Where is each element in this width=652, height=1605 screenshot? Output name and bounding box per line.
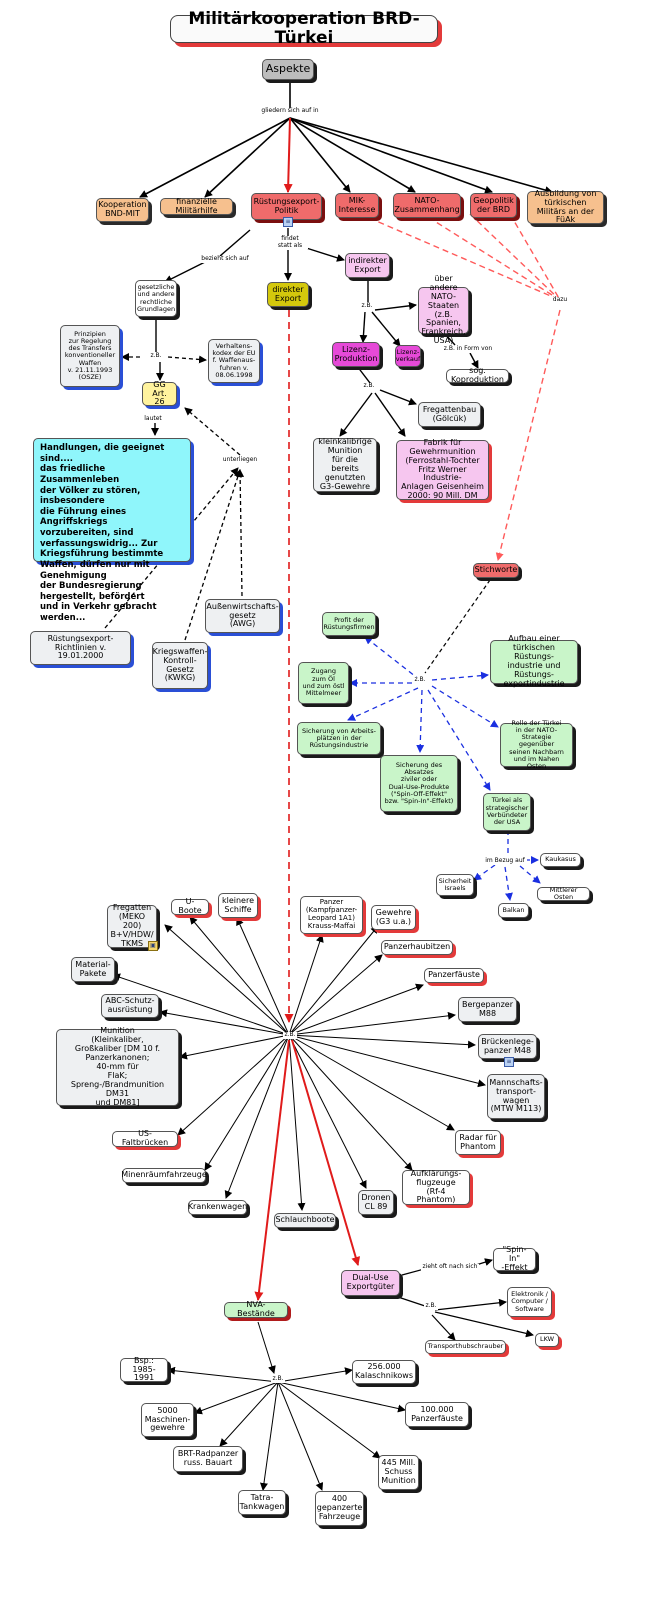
node-mittlerer-osten[interactable]: Mittlerer Osten [537, 886, 590, 901]
node-awg[interactable]: Außenwirtschafts- gesetz (AWG) [205, 599, 280, 633]
aspekte-node[interactable]: Aspekte [262, 59, 314, 80]
node-profit[interactable]: Profit der Rüstungsfirmen [322, 612, 376, 636]
node-kalaschnikows[interactable]: 256.000 Kalaschnikows [352, 1360, 416, 1384]
document-icon-2[interactable]: ≡ [504, 1057, 514, 1067]
node-panzerhaubitzen[interactable]: Panzerhaubitzen [381, 940, 453, 955]
node-indirekter-export[interactable]: indirekter Export [345, 253, 390, 278]
node-geopolitik[interactable]: Geopolitik der BRD [470, 193, 517, 218]
node-ausbildung[interactable]: Ausbildung von türkischen Militärs an de… [527, 189, 604, 224]
link-label-dazu: dazu [549, 296, 571, 304]
node-lizenzverkauf[interactable]: Lizenz- verkauf [395, 345, 421, 367]
node-kaukasus[interactable]: Kaukasus [540, 853, 581, 867]
node-munition[interactable]: Munition (Kleinkaliber, Großkaliber [DM … [56, 1026, 179, 1107]
link-label-gliedern: gliedern sich auf in [257, 107, 323, 115]
link-label-bezug: im Bezug auf [483, 857, 527, 865]
node-strategischer-verbuendeter[interactable]: Türkei als strategischer Verbündeter der… [483, 793, 531, 831]
node-u-boote[interactable]: U-Boote [171, 897, 209, 915]
node-mannschaftstransportwagen[interactable]: Mannschafts- transport- wagen (MTW M113) [487, 1074, 545, 1119]
node-direkter-export[interactable]: direkter Export [267, 282, 309, 307]
node-dronen[interactable]: Dronen CL 89 [358, 1190, 394, 1215]
node-lizenz-produktion[interactable]: Lizenz- Produktion [332, 342, 380, 367]
node-transporthubschrauber[interactable]: Transporthubschrauber [425, 1340, 506, 1354]
node-krankenwagen[interactable]: Krankenwagen [188, 1200, 247, 1215]
node-radar-phantom[interactable]: Radar für Phantom [455, 1130, 501, 1155]
link-label-zb-dualuse: z.B. [424, 1302, 438, 1310]
link-label-lautet: lautet [141, 415, 165, 423]
node-brt-radpanzer[interactable]: BRT-Radpanzer russ. Bauart [173, 1446, 243, 1472]
document-icon[interactable]: ≡ [283, 217, 293, 227]
node-kleinkalibrige-munition[interactable]: kleinkalibrige Munition für die bereits … [313, 437, 377, 492]
link-label-zb-lizenz: z.B. [362, 382, 376, 390]
node-zugang-oel[interactable]: Zugang zum Öl und zum östl Mittelmeer [298, 662, 349, 704]
node-lkw[interactable]: LKW [535, 1333, 559, 1347]
node-kwkg[interactable]: Kriegswaffen- Kontroll- Gesetz (KWKG) [152, 642, 208, 689]
node-spin-in[interactable]: "Spin-In" -Effekt [493, 1245, 536, 1272]
node-kooperation[interactable]: Kooperation BND-MIT [96, 198, 149, 222]
node-schlauchboote[interactable]: Schlauchboote [274, 1213, 336, 1228]
node-prinzipien-osze[interactable]: Prinzipien zur Regelung des Transfers ko… [60, 325, 120, 387]
node-ruestungsexport-richtlinien[interactable]: Rüstungsexport- Richtlinien v. 19.01.200… [30, 631, 131, 665]
node-sicherung-absatz[interactable]: Sicherung des Absatzes ziviler oder Dual… [380, 755, 458, 812]
node-elektronik[interactable]: Elektronik / Computer / Software [507, 1287, 552, 1317]
link-label-zieht: zieht oft nach sich [421, 1263, 479, 1271]
node-material-pakete[interactable]: Material- Pakete [71, 957, 115, 982]
node-fregattenbau[interactable]: Fregattenbau (Gölcük) [418, 402, 481, 427]
node-sicherung-arbeitsplaetze[interactable]: Sicherung von Arbeits- plätzen in der Rü… [297, 722, 381, 755]
node-kleinere-schiffe[interactable]: kleinere Schiffe [218, 893, 258, 918]
node-rolle-tuerkei[interactable]: Rolle der Türkei in der NATO- Strategie … [500, 719, 573, 770]
node-bergepanzer[interactable]: Bergepanzer M88 [458, 997, 517, 1022]
node-gewehre[interactable]: Gewehre (G3 u.a.) [371, 905, 416, 930]
node-verhaltenskodex-eu[interactable]: Verhaltens- kodex der EU f. Waffenaus- f… [208, 339, 260, 383]
page-title: Militärkooperation BRD-Türkei [170, 9, 438, 48]
node-panzer[interactable]: Panzer (Kampfpanzer- Leopard 1A1) Krauss… [300, 896, 363, 934]
node-schuss-munition[interactable]: 445 Mill. Schuss Munition [378, 1455, 419, 1490]
node-sicherheit-israels[interactable]: Sicherheit Israels [436, 874, 474, 896]
node-ruestungsexport-politik[interactable]: Rüstungsexport- Politik [251, 193, 322, 220]
node-abc-schutz[interactable]: ABC-Schutz- ausrüstung [101, 994, 159, 1018]
node-nato-zusammenhang[interactable]: NATO- Zusammenhang [393, 193, 461, 218]
link-label-zb-stichworte: z.B. [412, 676, 428, 684]
node-bsp-1985-1991[interactable]: Bsp.: 1985-1991 [120, 1356, 168, 1382]
node-aufbau-ruestungsindustrie[interactable]: Aufbau einer türkischen Rüstungs- indust… [490, 634, 578, 688]
node-aufklaerungsflugzeuge[interactable]: Aufklärungs- flugzeuge (Rf-4 Phantom) [402, 1169, 470, 1205]
node-maschinengewehre[interactable]: 5000 Maschinen- gewehre [141, 1403, 194, 1437]
link-label-zb-nva: z.B. [271, 1375, 285, 1383]
node-balkan[interactable]: Balkan [498, 903, 529, 918]
node-minenraeumfahrzeuge[interactable]: Minenräumfahrzeuge [121, 1168, 207, 1183]
link-label-findet: findet statt als [272, 235, 308, 250]
node-panzerfaeuste[interactable]: Panzerfäuste [424, 968, 484, 983]
node-fregatten[interactable]: Fregatten (MEKO 200) B+V/HDW/ TKMS [107, 903, 157, 948]
node-tatra-tankwagen[interactable]: Tatra- Tankwagen [238, 1490, 286, 1515]
node-brueckenlegepanzer[interactable]: Brückenlege- panzer M48 [478, 1034, 537, 1059]
node-gg-text[interactable]: Handlungen, die geeignet sind.... das fr… [33, 438, 191, 623]
node-us-faltbruecken[interactable]: US-Faltbrücken [112, 1129, 178, 1147]
image-icon[interactable]: ▣ [148, 941, 158, 951]
link-label-unterliegen: unterliegen [220, 456, 260, 464]
node-finanzielle-militaerhilfe[interactable]: finanzielle Militärhilfe [160, 197, 233, 215]
node-dual-use[interactable]: Dual-Use Exportgüter [341, 1270, 400, 1296]
link-label-form: z.B. in Form von [440, 345, 496, 353]
link-label-bezieht: bezieht sich auf [200, 255, 250, 263]
node-andere-nato-staaten[interactable]: über andere NATO-Staaten (z.B. Spanien, … [418, 274, 469, 345]
node-koproduktion[interactable]: sog. Koproduktion [446, 366, 509, 384]
node-grundlagen[interactable]: gesetzliche und andere rechtliche Grundl… [135, 280, 177, 317]
node-stichworte[interactable]: Stichworte [473, 563, 519, 578]
node-mik-interesse[interactable]: MIK- Interesse [335, 193, 379, 218]
node-nva-bestaende[interactable]: NVA-Bestände [224, 1300, 288, 1318]
node-nva-panzerfaeuste[interactable]: 100.000 Panzerfäuste [405, 1402, 469, 1427]
link-label-zb-waffen: z.B. [283, 1031, 297, 1039]
link-label-zb-legal: z.B. [148, 352, 164, 360]
node-gepanzerte-fahrzeuge[interactable]: 400 gepanzerte Fahrzeuge [315, 1491, 364, 1526]
node-fabrik-gewehrmunition[interactable]: Fabrik für Gewehrmunition (Ferrostahl-To… [396, 438, 489, 500]
node-gg-art-26[interactable]: GG Art. 26 [142, 380, 177, 406]
link-label-zb-indirekt: z.B. [360, 302, 374, 310]
